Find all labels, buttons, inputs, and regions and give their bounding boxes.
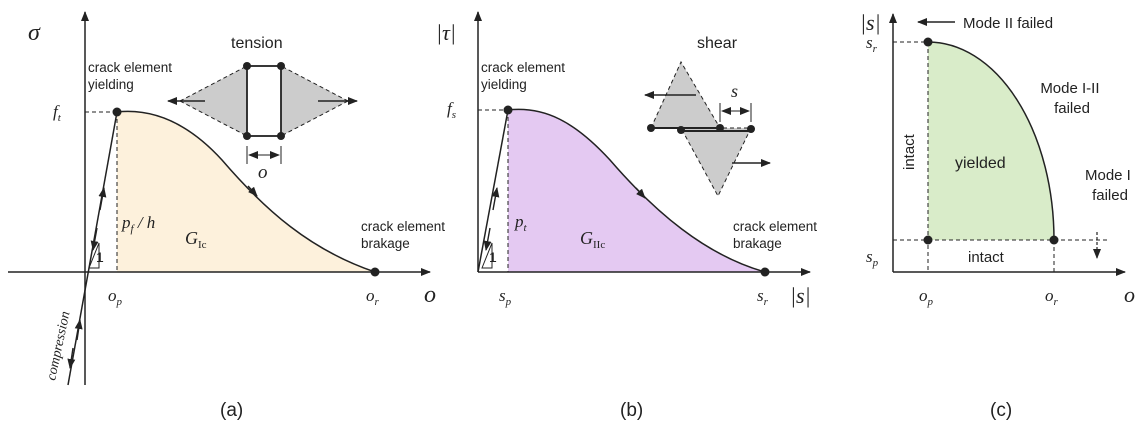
slope-triangle-a <box>88 242 100 269</box>
yielded-label: yielded <box>955 155 1006 172</box>
peak-tick-a: ft <box>53 102 62 124</box>
intact-horizontal-label: intact <box>968 249 1005 266</box>
yield-label-b: crack element yielding <box>481 60 569 92</box>
fracture-energy-area-a <box>117 111 375 272</box>
break-point-b <box>760 267 770 277</box>
slope-unit-a: 1 <box>96 249 104 265</box>
inset-title-b: shear <box>697 35 738 52</box>
yield-label-a: crack element yielding <box>88 60 176 92</box>
caption-a: (a) <box>220 400 243 421</box>
y-axis-label-a: σ <box>28 20 41 46</box>
shear-lower-triangle <box>680 127 752 198</box>
tension-node <box>243 132 251 140</box>
elastic-branch-a <box>67 111 118 386</box>
mode12-label: Mode I-II failed <box>1040 80 1103 117</box>
break-point-a <box>370 267 380 277</box>
tension-right-triangle <box>280 65 350 137</box>
compression-arrow-up-a <box>74 319 83 341</box>
y-axis-label-c: |s| <box>860 10 881 35</box>
panel-a: σ o tension o crack element yielding cra… <box>8 11 449 421</box>
x-tick-sr-b: sr <box>757 286 769 308</box>
point-op-sr <box>923 37 933 47</box>
tension-node <box>243 62 251 70</box>
load-arrow-up-a <box>98 187 107 211</box>
caption-b: (b) <box>620 400 643 421</box>
load-arrow-up-b <box>491 187 500 211</box>
mode1-label: Mode I failed <box>1085 167 1135 204</box>
break-label-b: crack element brakage <box>733 219 821 251</box>
failure-envelope <box>927 41 1055 241</box>
break-label-a: crack element brakage <box>361 219 449 251</box>
panel-c: |s| o Mode II failed Mode I-II failed Mo… <box>860 10 1135 421</box>
panel-b: |τ| |s| shear s crack element yielding c… <box>436 11 821 421</box>
x-axis-label-b: |s| <box>790 283 811 308</box>
compression-arrow-down-a <box>67 347 76 369</box>
yielded-region <box>928 42 1054 240</box>
peak-tick-b: fs <box>447 99 456 121</box>
shear-node <box>647 124 655 132</box>
inset-title-a: tension <box>231 35 283 52</box>
tension-inset <box>167 62 358 164</box>
point-or-sp <box>1049 235 1059 245</box>
x-tick-op-c: op <box>919 286 934 308</box>
tension-node <box>277 132 285 140</box>
elastic-branch-b <box>477 109 509 273</box>
intact-vertical-label: intact <box>901 133 918 170</box>
slope-triangle-b <box>481 242 493 269</box>
shear-inset <box>644 60 771 198</box>
yield-point-b <box>503 105 513 115</box>
x-tick-op-a: op <box>108 286 123 308</box>
slope-label-b: pt <box>514 212 528 234</box>
x-tick-or-a: or <box>366 286 380 308</box>
y-tick-sr-c: sr <box>866 33 878 55</box>
tension-left-triangle <box>178 65 248 137</box>
tension-node <box>277 62 285 70</box>
yield-point-a <box>112 107 122 117</box>
slope-unit-b: 1 <box>489 249 497 265</box>
softening-arrow-a <box>247 185 258 197</box>
shear-node <box>677 126 685 134</box>
slope-label-a: pf / h <box>121 213 155 235</box>
x-axis-label-c: o <box>1124 282 1135 307</box>
softening-arrow-b <box>635 187 646 199</box>
softening-curve-a <box>116 110 376 273</box>
caption-c: (c) <box>990 400 1012 421</box>
softening-curve-b <box>507 108 766 273</box>
point-op-sp <box>923 235 933 245</box>
x-tick-or-c: or <box>1045 286 1059 308</box>
compression-label: compression <box>44 310 73 382</box>
x-axis-label-a: o <box>424 282 436 308</box>
y-axis-label-b: |τ| <box>436 20 456 45</box>
energy-label-b: GIIc <box>580 228 605 251</box>
y-tick-sp-c: sp <box>866 247 879 269</box>
mode2-label: Mode II failed <box>963 15 1053 32</box>
energy-label-a: GIc <box>185 228 207 251</box>
shear-node <box>747 125 755 133</box>
load-arrow-down-a <box>90 227 99 251</box>
x-tick-sp-b: sp <box>499 286 512 308</box>
tension-crack-gap <box>246 65 282 137</box>
load-arrow-down-b <box>483 227 492 251</box>
inset-dim-a: o <box>258 162 268 183</box>
inset-dim-b: s <box>731 81 738 101</box>
shear-node <box>716 124 724 132</box>
